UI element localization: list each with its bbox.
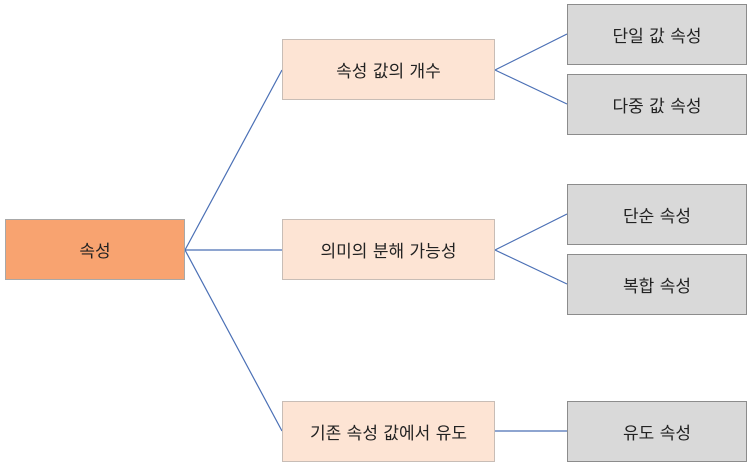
edge-root-derivation [184, 249, 283, 432]
leaf-node-simple: 단순 속성 [567, 184, 747, 245]
leaf-node-label: 복합 속성 [623, 277, 691, 297]
leaf-node-label: 단순 속성 [623, 207, 691, 227]
root-node-label: 속성 [79, 242, 111, 262]
category-node-decomposability: 의미의 분해 가능성 [282, 219, 495, 280]
category-node-derivation: 기존 속성 값에서 유도 [282, 401, 495, 462]
leaf-node-label: 유도 속성 [623, 424, 691, 444]
edge-value-count-single [494, 33, 568, 71]
leaf-node-label: 단일 값 속성 [612, 27, 702, 47]
category-node-label: 속성 값의 개수 [336, 62, 441, 82]
leaf-node-derived: 유도 속성 [567, 401, 747, 462]
edge-decomposability-composite [494, 249, 568, 285]
leaf-node-multi-valued: 다중 값 속성 [567, 74, 747, 135]
leaf-node-single-valued: 단일 값 속성 [567, 4, 747, 65]
leaf-node-label: 다중 값 속성 [612, 97, 702, 117]
category-node-label: 기존 속성 값에서 유도 [310, 424, 467, 444]
edge-value-count-multi [494, 69, 568, 105]
category-node-label: 의미의 분해 가능성 [320, 242, 457, 262]
category-node-value-count: 속성 값의 개수 [282, 39, 495, 100]
edge-root-value-count [184, 69, 283, 251]
root-node-attribute: 속성 [5, 219, 185, 280]
leaf-node-composite: 복합 속성 [567, 254, 747, 315]
edge-decomposability-simple [494, 213, 568, 251]
